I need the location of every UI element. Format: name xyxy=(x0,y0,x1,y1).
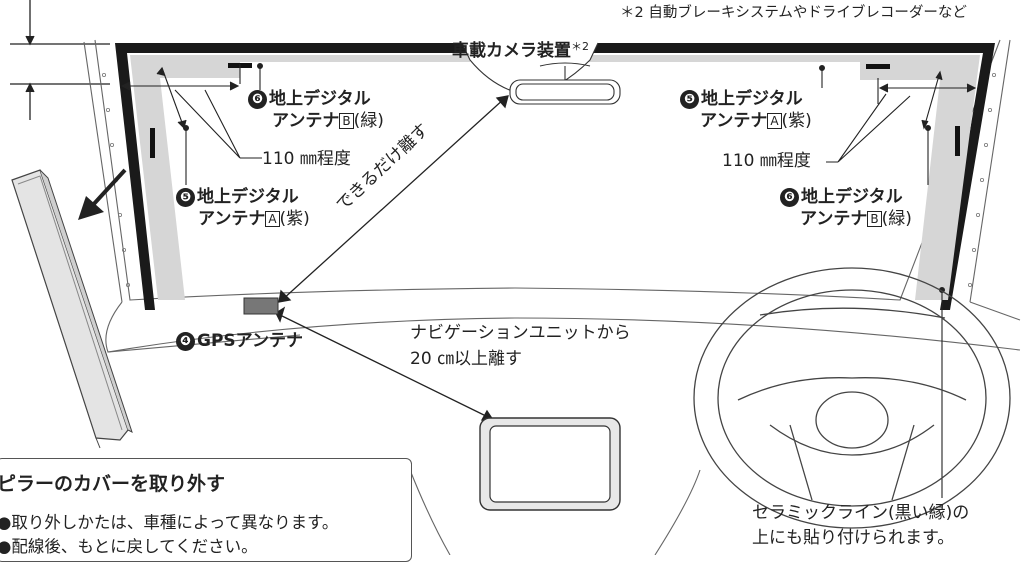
distance-label-right: 110 ㎜程度 xyxy=(722,151,811,171)
number-badge: ❺ xyxy=(176,188,195,207)
pillar-cover xyxy=(11,169,133,449)
number-badge: ❻ xyxy=(780,188,799,207)
leader-lines xyxy=(120,64,977,498)
shade-band xyxy=(130,55,470,300)
camera-label: 車載カメラ装置＊2 xyxy=(452,36,589,62)
color-note: (緑) xyxy=(353,111,384,131)
pillar-rivets xyxy=(102,73,997,287)
separation-arrow xyxy=(275,95,509,421)
callout-line-2: ●配線後、もとに戻してください。 xyxy=(0,537,258,556)
navigation-unit xyxy=(479,417,621,511)
nav-distance-line1: ナビゲーションユニットから xyxy=(410,323,631,343)
callout-title: ピラーのカバーを取り外す xyxy=(0,473,226,495)
ceramic-note-line1: セラミックライン(黒い縁)の xyxy=(752,503,970,523)
color-note: (紫) xyxy=(279,209,310,229)
antenna-prefix: アンテナ xyxy=(198,209,266,229)
nav-distance-line2: 20 ㎝以上離す xyxy=(410,349,523,369)
dimension-marker xyxy=(10,0,110,120)
footnote: ＊2 自動ブレーキシステムやドライブレコーダーなど xyxy=(620,5,967,21)
gps-label-text: GPSアンテナ xyxy=(197,331,303,351)
gps-antenna xyxy=(243,297,279,315)
color-note: (緑) xyxy=(881,209,912,229)
antenna-prefix: アンテナ xyxy=(700,111,768,131)
ceramic-note-line2: 上にも貼り付けられます。 xyxy=(752,528,955,548)
distance-label-left: 110 ㎜程度 xyxy=(262,149,351,169)
antenna-name: 地上デジタル xyxy=(801,187,903,207)
number-badge: ❻ xyxy=(248,90,267,109)
antenna-name: 地上デジタル xyxy=(269,89,371,109)
letter-box: A xyxy=(767,113,782,129)
letter-box: A xyxy=(265,211,280,227)
color-note: (紫) xyxy=(781,111,812,131)
antenna-name: 地上デジタル xyxy=(197,187,299,207)
car-body-outline xyxy=(83,39,1021,555)
pillar-removal-callout: ピラーのカバーを取り外す ●取り外しかたは、車種によって異なります。 ●配線後、… xyxy=(0,458,412,562)
camera-sup: ＊2 xyxy=(571,40,589,53)
camera-unit xyxy=(461,42,621,105)
shade-band-right xyxy=(580,55,980,300)
letter-box: B xyxy=(867,211,882,227)
antenna-name: 地上デジタル xyxy=(701,89,803,109)
camera-label-text: 車載カメラ装置 xyxy=(452,41,571,61)
callout-line-1: ●取り外しかたは、車種によって異なります。 xyxy=(0,513,339,532)
letter-box: B xyxy=(339,113,354,129)
number-badge: ❺ xyxy=(680,90,699,109)
antenna-prefix: アンテナ xyxy=(800,209,868,229)
steering-wheel xyxy=(693,267,1011,529)
number-badge: ❹ xyxy=(176,332,195,351)
removal-arrow xyxy=(78,168,127,220)
antenna-prefix: アンテナ xyxy=(272,111,340,131)
